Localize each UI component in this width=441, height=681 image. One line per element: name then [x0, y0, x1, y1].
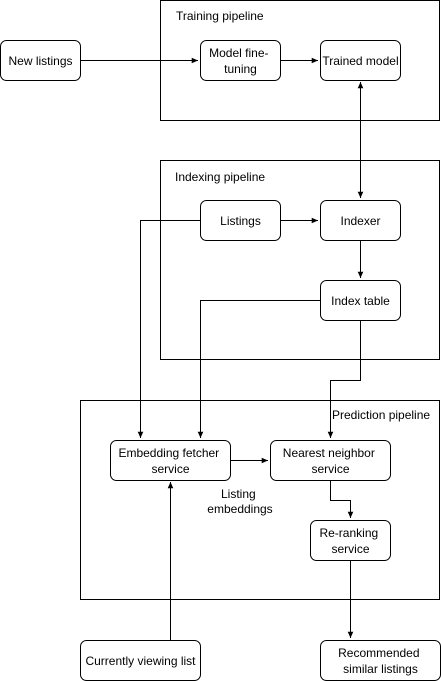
node-listings[interactable]: Listings	[200, 200, 281, 241]
node-model-fine-tuning[interactable]: Model fine- tuning	[200, 40, 281, 81]
embedding-fetcher-label-line2: service	[151, 462, 189, 476]
edge-listings-to-embedding-fetcher	[137, 220, 200, 438]
svg-text:Currently viewing list: Currently viewing list	[85, 654, 196, 668]
listing-embeddings-line2: embeddings	[207, 502, 272, 516]
training-pipeline-label: Training pipeline	[176, 9, 264, 23]
listing-embeddings-line1: Listing	[221, 487, 256, 501]
indexer-label: Indexer	[340, 214, 380, 228]
recommended-label-line2: similar listings	[343, 662, 418, 676]
nearest-neighbor-label-line1: Nearest neighbor	[283, 446, 375, 460]
listings-label: Listings	[220, 214, 261, 228]
indexing-pipeline-group: Indexing pipeline	[160, 160, 440, 360]
svg-text:New listings: New listings	[8, 54, 72, 68]
node-new-listings[interactable]: New listings	[0, 40, 81, 81]
edge-index-table-to-nearest-neighbor	[327, 320, 361, 438]
nearest-neighbor-label-line2: service	[311, 462, 349, 476]
edge-index-table-to-embedding-fetcher	[197, 300, 320, 438]
indexing-pipeline-label: Indexing pipeline	[175, 170, 265, 184]
index-table-label: Index table	[331, 294, 390, 308]
edge-nearest-neighbor-to-re-ranking	[330, 480, 354, 518]
svg-text:Model fine- tuning: Model fine- tuning	[209, 46, 272, 76]
currently-viewing-label: Currently viewing list	[85, 654, 196, 668]
svg-text:Re-ranking service: Re-ranking service	[319, 526, 381, 556]
re-ranking-label-line2: service	[331, 542, 369, 556]
prediction-pipeline-label: Prediction pipeline	[332, 408, 430, 422]
new-listings-label: New listings	[8, 54, 72, 68]
recommended-label-line1: Recommended	[338, 646, 419, 660]
svg-text:Embedding fetcher servic: Embedding fetcher service	[118, 446, 222, 476]
node-currently-viewing-list[interactable]: Currently viewing list	[80, 640, 201, 681]
node-re-ranking-service[interactable]: Re-ranking service	[310, 520, 391, 561]
prediction-pipeline-group: Prediction pipeline	[80, 400, 440, 600]
listing-embeddings-annotation: Listing embeddings	[207, 487, 272, 516]
node-trained-model[interactable]: Trained model	[320, 40, 401, 81]
edges	[80, 57, 364, 640]
svg-text:Index table: Index table	[331, 294, 390, 308]
re-ranking-label-line1: Re-ranking	[319, 526, 378, 540]
node-index-table[interactable]: Index table	[320, 280, 401, 321]
svg-text:Listings: Listings	[220, 214, 261, 228]
node-nearest-neighbor-service[interactable]: Nearest neighbor service	[270, 440, 391, 481]
svg-text:Recommended similar list: Recommended similar listings	[338, 646, 423, 676]
svg-text:Nearest neighbor service: Nearest neighbor service	[283, 446, 378, 476]
model-fine-tuning-label-line1: Model fine-	[209, 46, 268, 60]
svg-text:Trained model: Trained model	[322, 54, 398, 68]
node-embedding-fetcher-service[interactable]: Embedding fetcher service	[110, 440, 231, 481]
node-indexer[interactable]: Indexer	[320, 200, 401, 241]
model-fine-tuning-label-line2: tuning	[224, 62, 257, 76]
trained-model-label: Trained model	[322, 54, 398, 68]
svg-text:Indexer: Indexer	[340, 214, 380, 228]
node-recommended-similar-listings[interactable]: Recommended similar listings	[320, 640, 441, 681]
embedding-fetcher-label-line1: Embedding fetcher	[118, 446, 219, 460]
